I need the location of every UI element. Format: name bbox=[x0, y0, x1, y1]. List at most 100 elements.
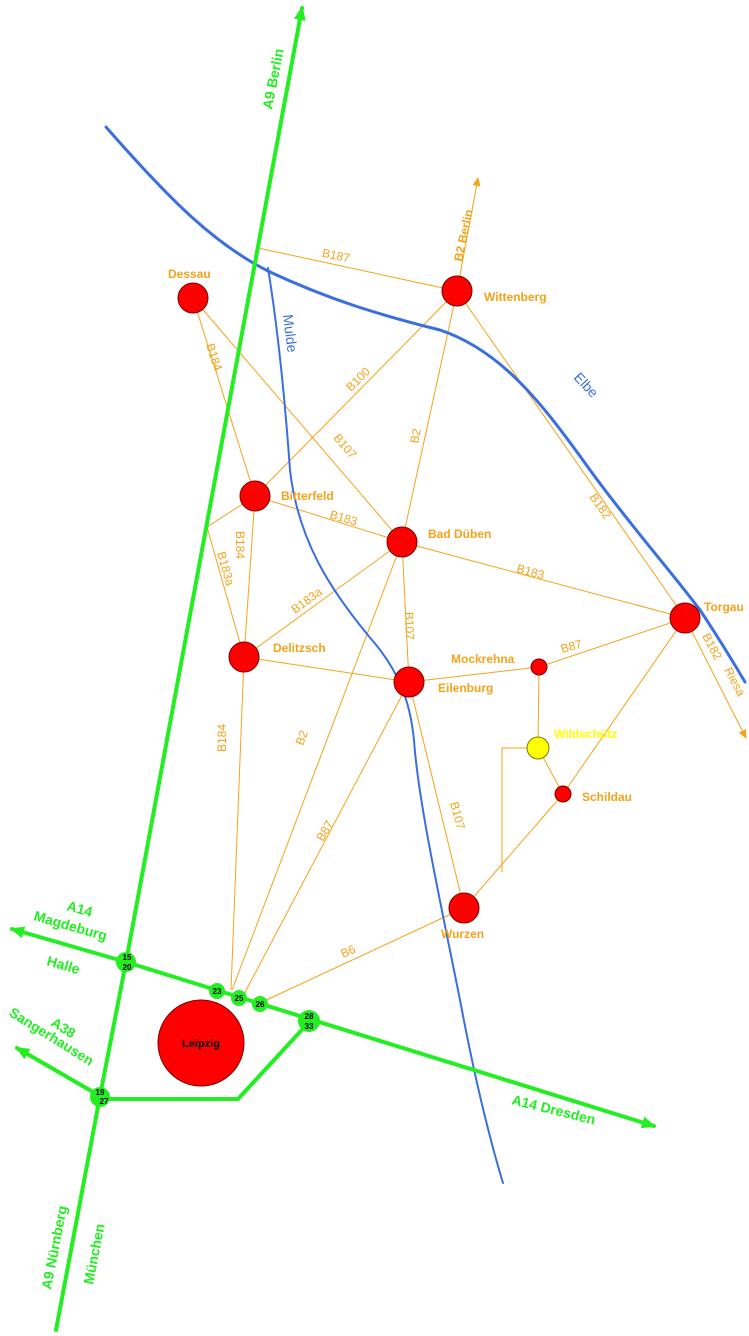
city-bad-dueben bbox=[386, 526, 418, 558]
road-wildschuetz-loop bbox=[501, 747, 527, 872]
road-b107-mid bbox=[401, 541, 410, 683]
road-b107-north bbox=[192, 297, 403, 543]
label-a9-south-2: München bbox=[80, 1222, 107, 1285]
label-a14-west-3: Halle bbox=[45, 953, 82, 978]
road-b183a-east bbox=[243, 541, 403, 658]
road-b87-torgau bbox=[538, 617, 686, 668]
svg-text:20: 20 bbox=[123, 963, 132, 972]
label-b2-north: B2 bbox=[407, 427, 424, 445]
road-b87-south bbox=[241, 681, 410, 999]
label-b107-south: B107 bbox=[447, 800, 468, 831]
city-wildschuetz bbox=[526, 736, 550, 760]
road-b184-south bbox=[230, 656, 245, 991]
label-b87-south: B87 bbox=[313, 818, 336, 844]
road-b182-north bbox=[456, 290, 686, 619]
motorway-a9-mid bbox=[98, 960, 128, 1098]
motorway-a38 bbox=[15, 1046, 102, 1098]
svg-text:19: 19 bbox=[96, 1088, 105, 1097]
road-schildau-wurzen bbox=[463, 793, 564, 909]
label-b6: B6 bbox=[339, 942, 358, 961]
road-b2-berlin bbox=[456, 177, 481, 292]
label-b187: B187 bbox=[321, 246, 352, 266]
road-b184-north bbox=[192, 297, 256, 497]
motorway-a9-south bbox=[54, 1094, 102, 1332]
svg-text:26: 26 bbox=[256, 1000, 265, 1009]
label-wildschuetz: Wildschütz bbox=[554, 727, 617, 741]
label-b184-north: B184 bbox=[203, 342, 225, 373]
city-schildau bbox=[554, 785, 572, 803]
label-schildau: Schildau bbox=[582, 790, 632, 804]
exit-26: 26 bbox=[252, 996, 268, 1012]
label-a14-west-1: A14 bbox=[65, 898, 94, 921]
svg-text:23: 23 bbox=[213, 987, 222, 996]
road-mockrehna-wildschuetz bbox=[537, 666, 540, 749]
road-delitzsch-eilenburg bbox=[243, 656, 410, 683]
city-torgau bbox=[669, 602, 701, 634]
label-b2-berlin: B2 Berlin bbox=[451, 208, 476, 262]
road-b2-south bbox=[231, 541, 403, 991]
label-b184-south: B184 bbox=[215, 724, 229, 752]
exit-25: 25 bbox=[231, 990, 247, 1006]
label-b2-south: B2 bbox=[293, 728, 311, 747]
road-b187 bbox=[257, 247, 458, 292]
label-bitterfeld: Bitterfeld bbox=[281, 489, 334, 503]
exit-15-20: 15 20 bbox=[116, 952, 136, 972]
road-b183a-west bbox=[206, 526, 245, 658]
label-b183-east: B183 bbox=[515, 561, 546, 582]
label-eilenburg: Eilenburg bbox=[438, 681, 493, 695]
label-b107-north: B107 bbox=[331, 431, 360, 462]
label-bad-dueben: Bad Düben bbox=[428, 527, 491, 541]
exit-19-27: 19 27 bbox=[90, 1087, 110, 1107]
city-wurzen bbox=[448, 892, 480, 924]
river-labels: Mulde Elbe bbox=[280, 313, 602, 400]
svg-text:28: 28 bbox=[305, 1012, 314, 1021]
label-a9-north: A9 Berlin bbox=[259, 47, 286, 110]
label-b87-east: B87 bbox=[559, 637, 584, 656]
cities bbox=[157, 275, 701, 1087]
road-b184-mid bbox=[243, 495, 256, 658]
city-dessau bbox=[177, 282, 209, 314]
label-b100: B100 bbox=[343, 364, 373, 394]
svg-text:33: 33 bbox=[305, 1022, 314, 1031]
road-b87-east bbox=[408, 666, 540, 683]
label-delitzsch: Delitzsch bbox=[273, 641, 326, 655]
svg-text:15: 15 bbox=[123, 953, 132, 962]
city-eilenburg bbox=[393, 666, 425, 698]
label-leipzig: Leipzig bbox=[182, 1038, 220, 1050]
road-b107-south bbox=[408, 681, 465, 909]
label-b182-south: B182 bbox=[699, 631, 725, 663]
river-elbe bbox=[104, 125, 747, 684]
road-b183-east bbox=[401, 541, 686, 619]
interchanges: 15 20 23 25 26 28 33 19 27 bbox=[90, 952, 320, 1107]
svg-text:27: 27 bbox=[100, 1097, 109, 1106]
motorways bbox=[10, 6, 656, 1332]
label-elbe: Elbe bbox=[571, 369, 602, 401]
label-wittenberg: Wittenberg bbox=[484, 290, 547, 304]
motorway-a14-west bbox=[10, 926, 128, 964]
road-schildau-torgau bbox=[562, 617, 686, 795]
city-delitzsch bbox=[228, 641, 260, 673]
label-mulde: Mulde bbox=[280, 313, 301, 353]
svg-text:25: 25 bbox=[235, 994, 244, 1003]
motorway-a38-link bbox=[98, 1019, 312, 1101]
road-b6 bbox=[259, 907, 465, 1004]
city-bitterfeld bbox=[239, 480, 271, 512]
label-torgau: Torgau bbox=[704, 600, 744, 614]
road-b183-west bbox=[254, 495, 403, 543]
city-wittenberg bbox=[441, 275, 473, 307]
city-labels: Dessau Wittenberg Bitterfeld Bad Düben T… bbox=[168, 267, 744, 1050]
road-b182-south bbox=[684, 617, 747, 739]
label-b107-mid: B107 bbox=[402, 612, 417, 641]
federal-roads bbox=[192, 177, 747, 1004]
label-mockrehna: Mockrehna bbox=[451, 652, 515, 666]
city-leipzig bbox=[157, 999, 245, 1087]
label-a38-2: Sangerhausen bbox=[6, 1004, 96, 1069]
exit-23: 23 bbox=[209, 983, 225, 999]
label-wurzen: Wurzen bbox=[441, 927, 484, 941]
label-dessau: Dessau bbox=[168, 267, 211, 281]
label-b183-west: B183 bbox=[328, 507, 359, 528]
city-mockrehna bbox=[530, 658, 548, 676]
motorway-a9-north bbox=[124, 6, 306, 964]
